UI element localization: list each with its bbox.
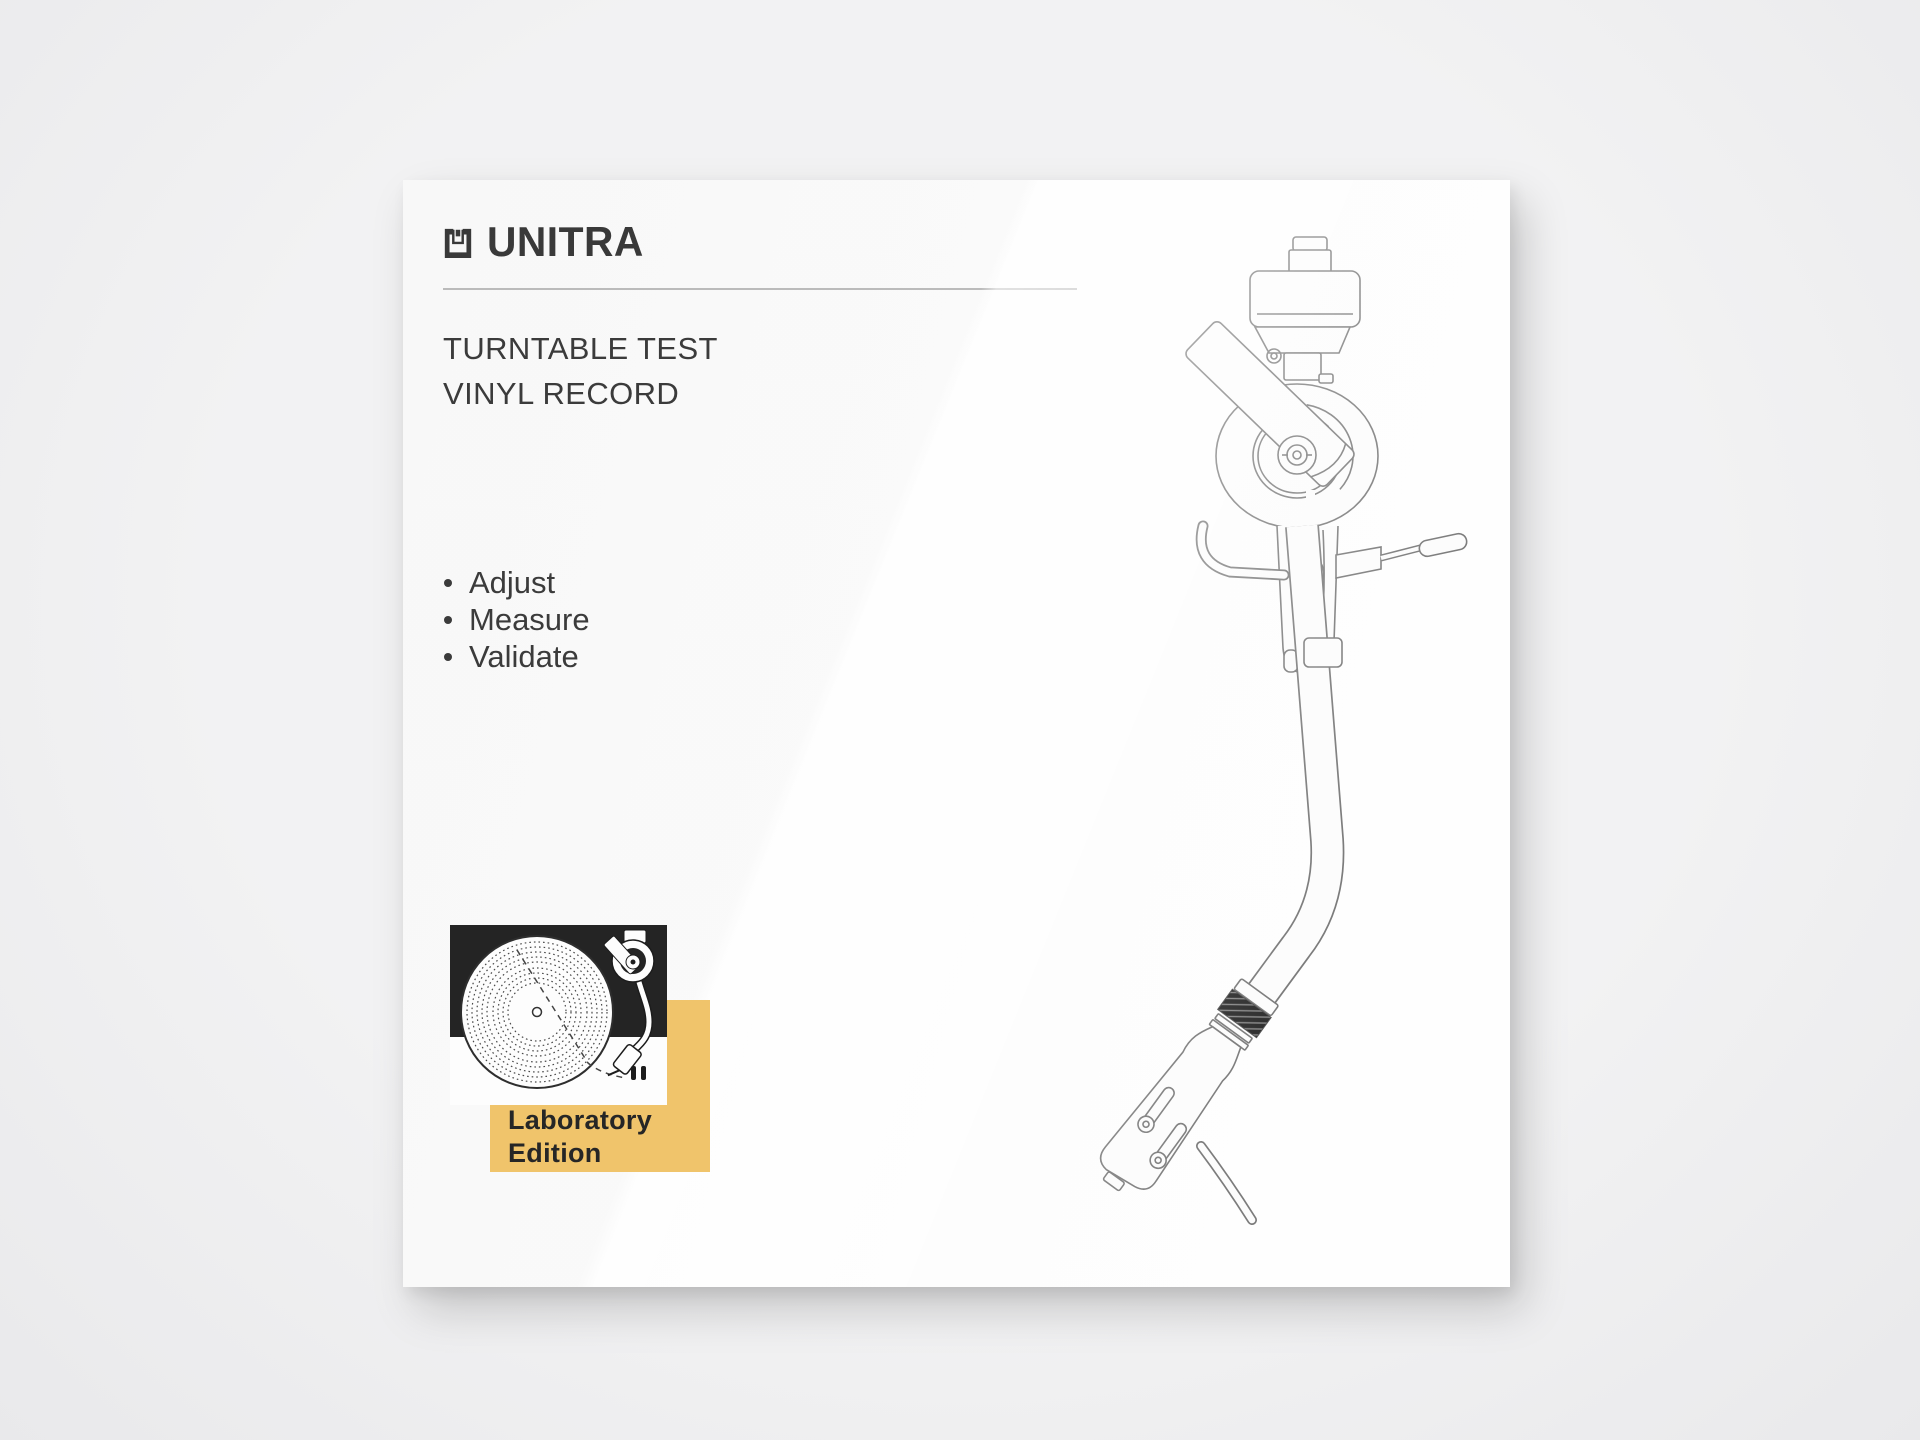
test-record-art <box>460 935 627 1089</box>
arm-rest-hook <box>1195 520 1290 581</box>
feature-label: Adjust <box>469 564 556 600</box>
arm-tube <box>1246 524 1345 1007</box>
album-cover-card: UNITRA TURNTABLE TEST VINYL RECORD Adjus… <box>403 180 1510 1287</box>
pivot-hub <box>1277 435 1317 475</box>
unitra-logo-icon <box>442 226 474 258</box>
title-line-1: TURNTABLE TEST <box>443 331 718 366</box>
tonearm-line-art-svg <box>1099 236 1468 1225</box>
divider-rule <box>443 288 1077 290</box>
feature-item: Adjust <box>444 564 590 601</box>
brand-wordmark: UNITRA <box>487 218 644 265</box>
feature-item: Validate <box>444 638 590 675</box>
pivot-neck <box>1283 352 1322 381</box>
badge-label: Laboratory Edition <box>508 1104 652 1170</box>
badge-label-line-1: Laboratory <box>508 1105 653 1135</box>
title-line-2: VINYL RECORD <box>443 376 680 411</box>
album-title: TURNTABLE TEST VINYL RECORD <box>443 326 718 416</box>
mini-tonearm-art <box>603 929 655 1080</box>
feature-list: Adjust Measure Validate <box>444 564 590 675</box>
turntable-thumbnail-svg <box>450 925 667 1105</box>
headshell <box>1099 978 1279 1192</box>
bullet-dot <box>444 652 452 661</box>
knurled-collar <box>1216 988 1272 1039</box>
badge-label-line-2: Edition <box>508 1138 602 1168</box>
counterweight-stub <box>1292 236 1328 252</box>
feature-label: Measure <box>469 601 590 637</box>
finger-lift <box>1196 1141 1257 1225</box>
cueing-lever <box>1335 532 1468 579</box>
turntable-thumbnail-art <box>450 925 667 1105</box>
feature-label: Validate <box>469 638 579 674</box>
feature-item: Measure <box>444 601 590 638</box>
tonearm-illustration <box>1080 190 1520 1290</box>
counterweight <box>1249 270 1361 328</box>
tube-clamp <box>1303 637 1343 668</box>
brand-logo: UNITRA <box>442 221 649 263</box>
bullet-dot <box>444 578 452 587</box>
bullet-dot <box>444 615 452 624</box>
